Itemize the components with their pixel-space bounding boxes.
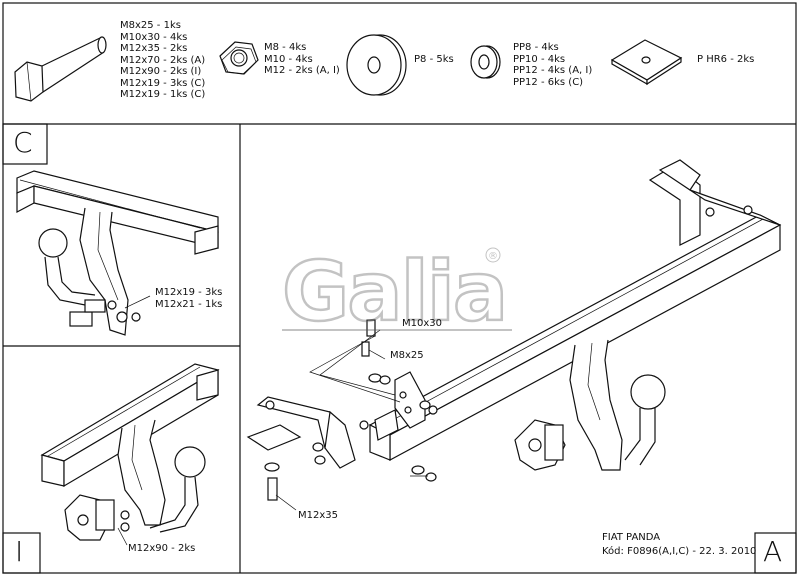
label-m12x35: M12x35 (298, 510, 338, 521)
panel-i-drawing (40, 363, 220, 541)
bolt-spec: M12x19 - 1ks (C) (120, 89, 206, 100)
washer-spec: P8 - 5ks (414, 54, 454, 65)
label-m10x30: M10x30 (402, 318, 442, 329)
leader-c (124, 295, 151, 309)
panel-c-letter: C (13, 126, 33, 159)
spring-washer-spec: PP8 - 4ks (513, 42, 559, 53)
washer-icon (346, 34, 407, 96)
letter-box-i (2, 532, 41, 574)
nut-icon (219, 41, 259, 75)
logo-mark: ® (488, 251, 498, 262)
panel-i-letter: I (15, 535, 24, 568)
label-m8x25: M8x25 (390, 350, 424, 361)
letter-box-a (754, 532, 797, 574)
panel-c-drawing (16, 170, 219, 336)
panel-a-letter: A (763, 535, 783, 568)
panel-c-label: M12x21 - 1ks (155, 298, 223, 310)
washer-list: P8 - 5ks (414, 54, 454, 66)
spring-washer-icon (470, 45, 501, 79)
panel-i-label: M12x90 - 2ks (128, 543, 196, 554)
bolt-icon (14, 36, 107, 102)
bolt-spec: M10x30 - 4ks (120, 31, 188, 43)
nut-spec: M12 - 2ks (A, I) (264, 65, 340, 76)
vehicle-title: FIAT PANDA (602, 532, 661, 543)
bolt-spec: M8x25 - 1ks (120, 20, 181, 31)
bolt-spec: M12x70 - 2ks (A) (120, 54, 206, 66)
plate-list: P HR6 - 2ks (697, 54, 754, 66)
nut-spec: M8 - 4ks (264, 42, 307, 53)
spring-washer-list: PP8 - 4ks PP10 - 4ks PP12 - 4ks (A, I) P… (513, 42, 592, 88)
panel-c-label: M12x19 - 3ks (155, 287, 223, 298)
spring-washer-spec: PP10 - 4ks (513, 53, 566, 65)
letter-box-c (2, 123, 48, 165)
galia-logo: Galia ® (281, 244, 512, 341)
plate-icon (610, 39, 683, 86)
bolt-spec: M12x35 - 2ks (120, 43, 188, 54)
logo-text: Galia (282, 245, 506, 340)
nuts-list: M8 - 4ks M10 - 4ks M12 - 2ks (A, I) (264, 42, 340, 77)
spring-washer-spec: PP12 - 6ks (C) (513, 76, 584, 88)
leader-i (117, 527, 128, 546)
bolts-list: M8x25 - 1ks M10x30 - 4ks M12x35 - 2ks M1… (120, 20, 205, 101)
spring-washer-spec: PP12 - 4ks (A, I) (513, 65, 593, 76)
panel-c-labels: M12x19 - 3ks M12x21 - 1ks (155, 287, 222, 310)
plate-spec: P HR6 - 2ks (697, 54, 755, 65)
bolt-spec: M12x19 - 3ks (C) (120, 77, 206, 89)
nut-spec: M10 - 4ks (264, 53, 313, 65)
product-code: Kód: F0896(A,I,C) - 22. 3. 2010 (602, 546, 757, 557)
panel-a-drawing (246, 159, 782, 511)
bolt-spec: M12x90 - 2ks (I) (120, 66, 202, 77)
